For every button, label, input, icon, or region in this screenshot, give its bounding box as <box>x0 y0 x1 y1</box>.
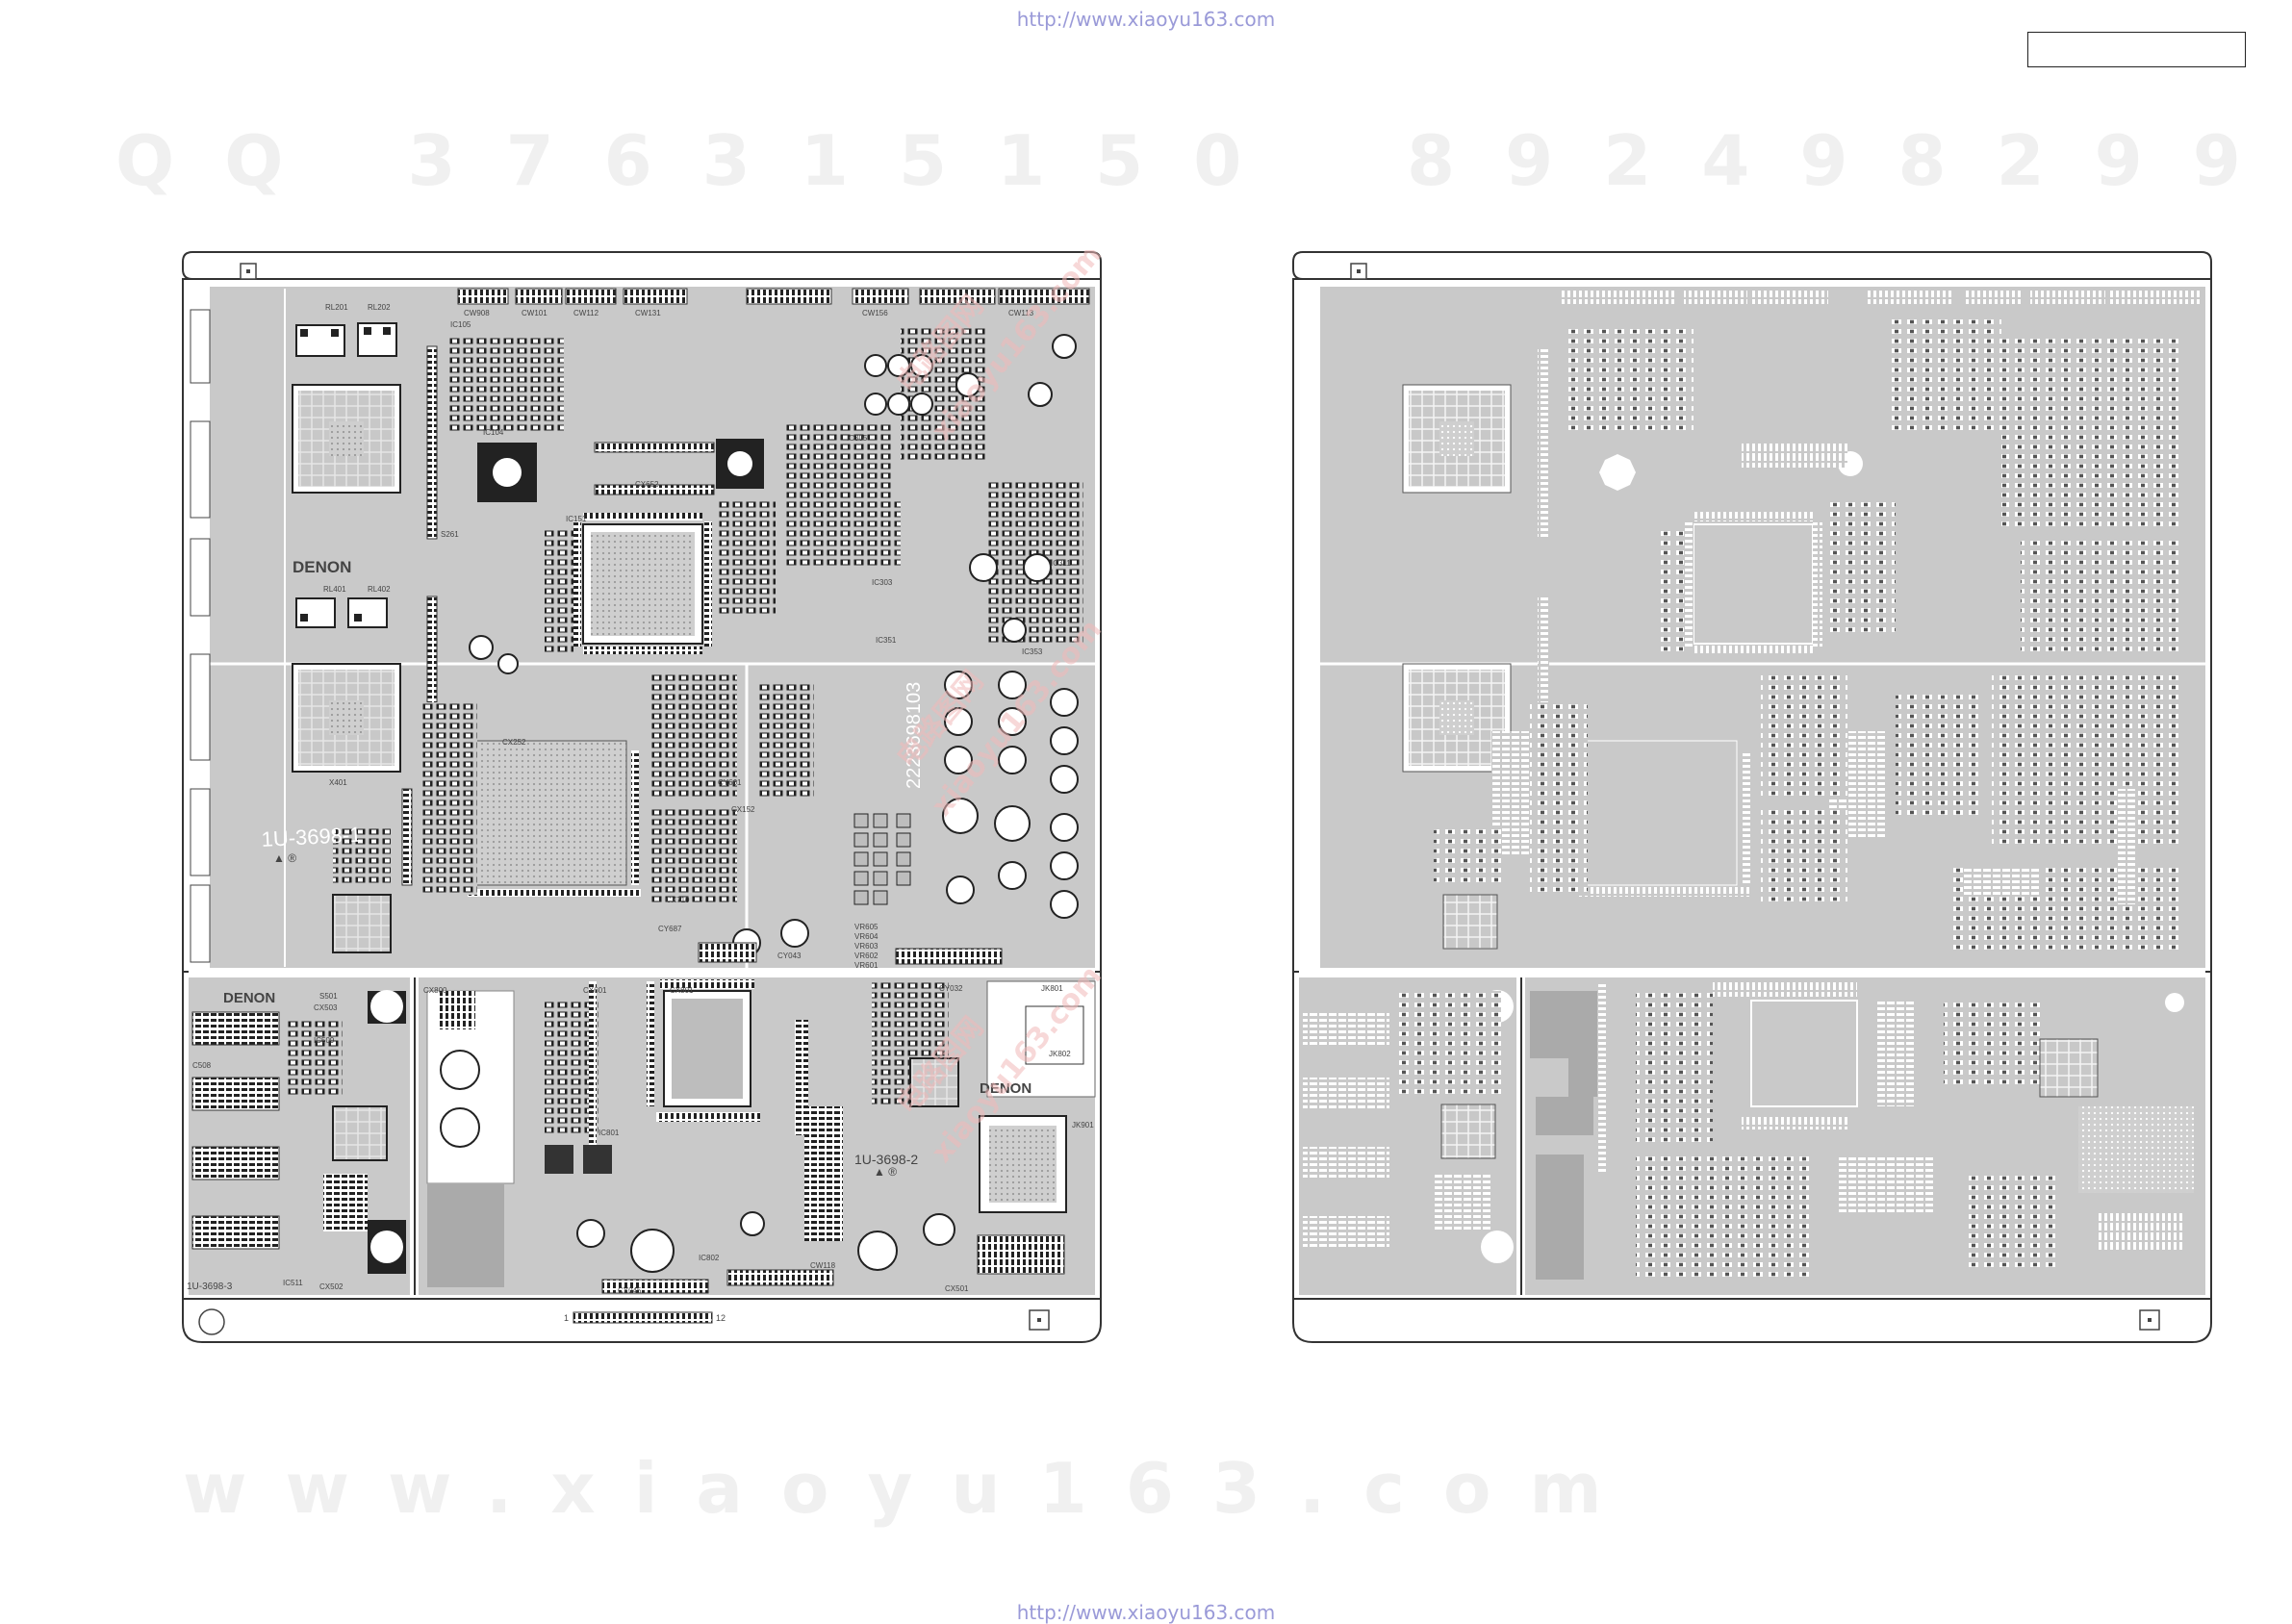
ref-ic303: IC303 <box>872 578 893 587</box>
ref-cy045: CY045 <box>618 1286 642 1295</box>
pin-label-end: 12 <box>716 1313 726 1323</box>
ref-s261: S261 <box>441 530 459 539</box>
ref-cw118: CW118 <box>810 1261 836 1270</box>
pin-label-start: 1 <box>564 1313 569 1323</box>
ref-cw156: CW156 <box>862 309 888 317</box>
ul-mark-2: ▲ ® <box>874 1165 897 1179</box>
ref-c508: C508 <box>192 1061 212 1070</box>
brand-label-3: DENON <box>980 1080 1031 1097</box>
title-block <box>2027 32 2246 67</box>
ref-ic353: IC353 <box>1022 647 1043 656</box>
ref-cx503: CX503 <box>314 1003 338 1012</box>
ref-cy687: CY687 <box>658 925 682 933</box>
pcb-copper-view <box>1289 250 2213 1347</box>
ul-mark-1: ▲ ® <box>273 851 296 865</box>
ref-ic305: IC305 <box>847 434 868 443</box>
ref-cx710: CX710 <box>666 896 690 904</box>
header-url[interactable]: http://www.xiaoyu163.com <box>1016 8 1276 31</box>
ref-rl202: RL202 <box>368 303 391 312</box>
ref-ic311: IC311 <box>1051 559 1071 568</box>
watermark-site: www.xiaoyu163.com <box>183 1448 1641 1529</box>
ref-cw112: CW112 <box>573 309 599 317</box>
ref-ic511: IC511 <box>283 1279 303 1287</box>
ref-cx601: CX601 <box>583 986 607 995</box>
ref-cy661: CY661 <box>718 778 742 787</box>
ref-cx652: CX652 <box>635 480 659 489</box>
ref-ic509: IC509 <box>314 1036 335 1045</box>
ref-jk801: JK801 <box>1041 984 1063 993</box>
ref-ic802: IC802 <box>699 1254 720 1262</box>
ref-cx800: CX800 <box>423 986 447 995</box>
watermark-phone: 892498299 <box>1407 120 2291 201</box>
ref-rl402: RL402 <box>368 585 391 594</box>
pcb-code: 2223698103 <box>904 682 925 789</box>
ref-ic104: IC104 <box>483 428 504 437</box>
ref-vr605: VR605 <box>854 923 879 931</box>
ref-cx152: CX152 <box>731 805 755 814</box>
ref-s501: S501 <box>319 992 338 1001</box>
ref-cw101: CW101 <box>522 309 548 317</box>
ref-ic105: IC105 <box>450 320 471 329</box>
brand-label-2: DENON <box>223 990 275 1006</box>
ref-cx801: CX801 <box>670 986 694 995</box>
ref-rl201: RL201 <box>325 303 348 312</box>
ref-x401: X401 <box>329 778 347 787</box>
ref-cx252: CX252 <box>502 738 526 747</box>
ref-cw131: CW131 <box>635 309 661 317</box>
ref-ic801: IC801 <box>598 1129 620 1137</box>
pcb-silkscreen-view: DENON DENON DENON 1U-3698-1 1U-3698-2 1U… <box>179 250 1103 1347</box>
ref-cw113: CW113 <box>1008 309 1034 317</box>
ref-cw908: CW908 <box>464 309 490 317</box>
ref-vr604: VR604 <box>854 932 879 941</box>
ref-vr601: VR601 <box>854 961 879 970</box>
ref-vr603: VR603 <box>854 942 879 951</box>
ref-ic151: IC151 <box>566 515 587 523</box>
ref-jk901: JK901 <box>1072 1121 1094 1129</box>
ref-ic351: IC351 <box>876 636 897 645</box>
ref-cy032: CY032 <box>939 984 963 993</box>
brand-label: DENON <box>293 558 351 576</box>
ref-cx502: CX502 <box>319 1282 344 1291</box>
watermark-qq: QQ 376315150 <box>115 120 1292 201</box>
pcb-number-1: 1U-3698-1 <box>261 823 362 851</box>
ref-cy043: CY043 <box>777 952 802 960</box>
pcb-number-3: 1U-3698-3 <box>187 1281 233 1292</box>
pcb-number-2: 1U-3698-2 <box>854 1152 918 1167</box>
footer-url[interactable]: http://www.xiaoyu163.com <box>1016 1601 1276 1624</box>
ref-rl401: RL401 <box>323 585 346 594</box>
ref-cx501: CX501 <box>945 1284 969 1293</box>
ref-vr602: VR602 <box>854 952 879 960</box>
ref-jk802: JK802 <box>1049 1050 1071 1058</box>
